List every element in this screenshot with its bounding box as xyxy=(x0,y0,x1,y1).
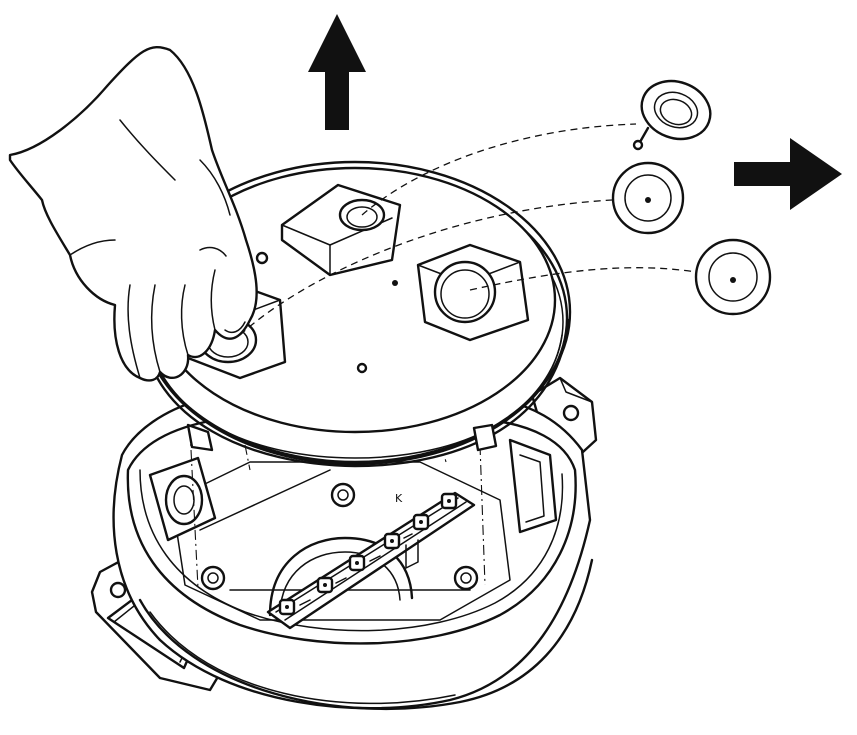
hand xyxy=(8,46,258,382)
cable-gland-boss-right xyxy=(416,243,530,342)
terminal-screw xyxy=(316,576,334,594)
cover xyxy=(138,160,572,468)
terminal-screw xyxy=(440,492,458,510)
terminal-marking: K xyxy=(395,492,403,505)
terminal-screw xyxy=(278,598,296,616)
gasket-2 xyxy=(611,161,685,235)
terminal-screw xyxy=(383,532,401,550)
cable-entry-right xyxy=(508,438,558,534)
gasket-1 xyxy=(632,79,712,151)
terminal-block: K xyxy=(266,491,476,630)
gasket-3 xyxy=(694,238,772,316)
terminal-screw xyxy=(412,513,430,531)
leader-lines xyxy=(239,123,697,336)
arrow-up-icon xyxy=(308,14,366,130)
arrow-right-icon xyxy=(734,138,842,210)
gaskets xyxy=(611,79,772,316)
terminal-screw xyxy=(348,554,366,572)
cable-entry-left xyxy=(148,456,217,542)
housing: K xyxy=(90,376,598,711)
